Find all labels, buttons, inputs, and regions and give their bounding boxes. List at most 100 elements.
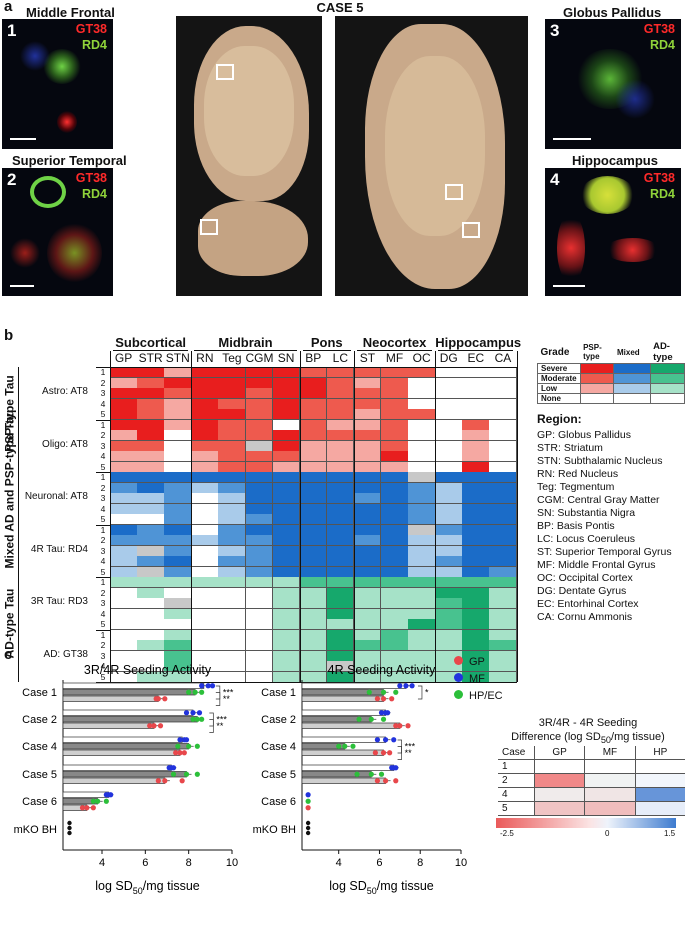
grade-cell [326, 535, 355, 546]
grade-cell [191, 482, 219, 494]
grade-cell [245, 503, 274, 515]
grade-cell [272, 598, 301, 609]
grade-legend: Grade PSP-type Mixed AD-type Severe Mode… [537, 341, 685, 404]
grade-cell [326, 587, 355, 599]
grade-cell [462, 377, 490, 389]
grade-cell [245, 377, 274, 389]
grade-cell [191, 556, 219, 567]
grade-cell [218, 587, 246, 599]
grade-cell [435, 514, 463, 525]
legend-header-psp: PSP-type [583, 343, 602, 361]
grade-cell [245, 430, 274, 441]
column-header-dg: DG [439, 351, 458, 365]
grade-cell [381, 430, 409, 441]
point-gp [393, 723, 399, 729]
grade-cell [299, 577, 328, 588]
grade-cell [353, 367, 382, 378]
column-header-oc: OC [412, 351, 431, 365]
grade-cell [489, 367, 517, 378]
grade-cell [218, 524, 246, 536]
grade-cell [489, 577, 517, 588]
grade-cell [164, 398, 192, 410]
bar-mf [62, 709, 194, 716]
bar-mf [301, 764, 395, 771]
row-number: 1 [100, 577, 106, 587]
grade-cell [326, 503, 355, 515]
point-mf [385, 710, 391, 716]
point-hp-ec [199, 716, 205, 722]
point-mf [205, 683, 211, 689]
grade-cell [164, 629, 192, 641]
grade-cell [299, 461, 328, 473]
legend-hpec-marker [454, 690, 463, 699]
scale-mid-label: 0 [605, 829, 610, 838]
grade-cell [137, 587, 165, 599]
grade-cell [272, 619, 301, 630]
point-gp [372, 750, 378, 756]
point-mf [108, 792, 114, 798]
grade-cell [110, 472, 138, 483]
scale-bar [553, 138, 591, 140]
point-gp [79, 805, 86, 811]
grade-cell [353, 398, 382, 410]
legend-gp-marker [454, 656, 463, 665]
grade-cell [191, 409, 219, 420]
grade-cell [353, 535, 382, 546]
row-number: 2 [100, 587, 106, 598]
grade-cell [408, 524, 436, 536]
point-gp [157, 723, 164, 729]
difference-row-case: 4 [498, 787, 535, 802]
point-mf [196, 710, 203, 716]
grade-cell [110, 451, 138, 462]
grade-cell [137, 409, 165, 420]
grade-cell [272, 440, 301, 452]
grade-cell [164, 514, 192, 525]
row-number: 1 [100, 472, 106, 482]
row-number: 2 [100, 640, 106, 650]
grade-cell [191, 440, 219, 452]
row-number: 5 [100, 671, 106, 682]
region-group-header: Neocortex [362, 335, 427, 350]
grade-cell [164, 367, 192, 378]
grade-cell [110, 461, 138, 473]
grade-cell [326, 608, 355, 620]
point-gp [380, 696, 387, 702]
grade-cell [462, 566, 490, 578]
grade-cell [408, 493, 436, 504]
grade-cell [489, 608, 517, 620]
grade-cell [353, 472, 382, 483]
difference-cell [634, 759, 685, 774]
grade-cell [137, 377, 165, 389]
grade-cell [408, 587, 436, 599]
grade-cell [191, 535, 219, 546]
row-group-label: AD: GT38 [43, 648, 88, 660]
point-gp [305, 805, 311, 811]
column-header-teg: Teg [222, 351, 242, 365]
x-tick-label: 10 [226, 857, 238, 869]
significance-bracket [209, 719, 214, 733]
grade-cell [110, 440, 138, 452]
point-mko [305, 830, 311, 836]
grade-cell [462, 524, 490, 536]
grade-cell [191, 629, 219, 641]
grade-cell [191, 587, 219, 599]
grade-cell [326, 367, 355, 378]
grade-cell [435, 577, 463, 588]
grade-cell [110, 367, 138, 378]
grade-cell [137, 419, 165, 431]
micrograph-4-title: Hippocampus [572, 153, 658, 168]
legend-gp-label: GP [469, 656, 485, 668]
region-legend-item: STR: Striatum [537, 442, 603, 454]
grade-cell [435, 398, 463, 410]
grade-cell [326, 619, 355, 630]
difference-header-mf: MF [584, 746, 636, 760]
row-number: 5 [100, 514, 106, 524]
bar-hp-ec [62, 689, 196, 696]
grade-cell [218, 377, 246, 389]
grade-cell [435, 440, 463, 452]
x-tick-label: 4 [99, 857, 105, 869]
grade-cell [272, 388, 301, 399]
grade-cell [408, 388, 436, 399]
point-gp [179, 778, 185, 784]
